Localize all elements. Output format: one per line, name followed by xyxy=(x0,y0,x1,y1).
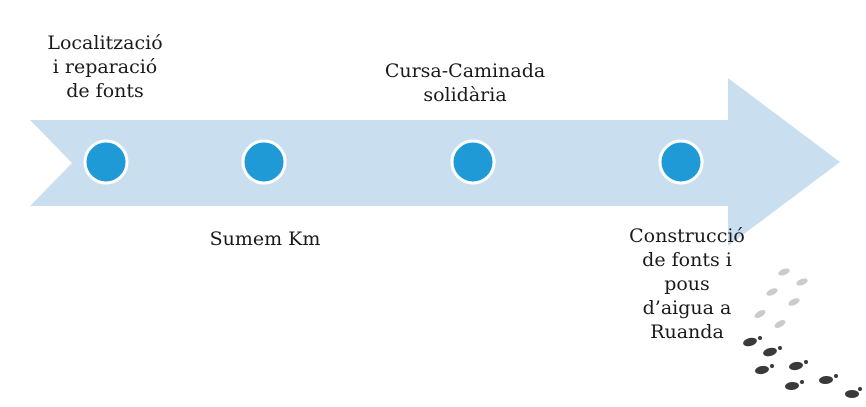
timeline-node-2 xyxy=(241,139,287,185)
step-label-3: Cursa-Caminada solidària xyxy=(384,60,546,106)
timeline-node-1 xyxy=(83,139,129,185)
timeline-node-3 xyxy=(450,139,496,185)
step-label-2: Sumem Km xyxy=(209,228,321,250)
timeline-arrow xyxy=(30,78,840,246)
footprints-icon xyxy=(743,268,862,398)
step-label-4: Construcció de fonts i pous d’aigua a Ru… xyxy=(629,225,745,343)
timeline-node-4 xyxy=(658,139,704,185)
step-label-1: Localització i reparació de fonts xyxy=(47,32,163,102)
